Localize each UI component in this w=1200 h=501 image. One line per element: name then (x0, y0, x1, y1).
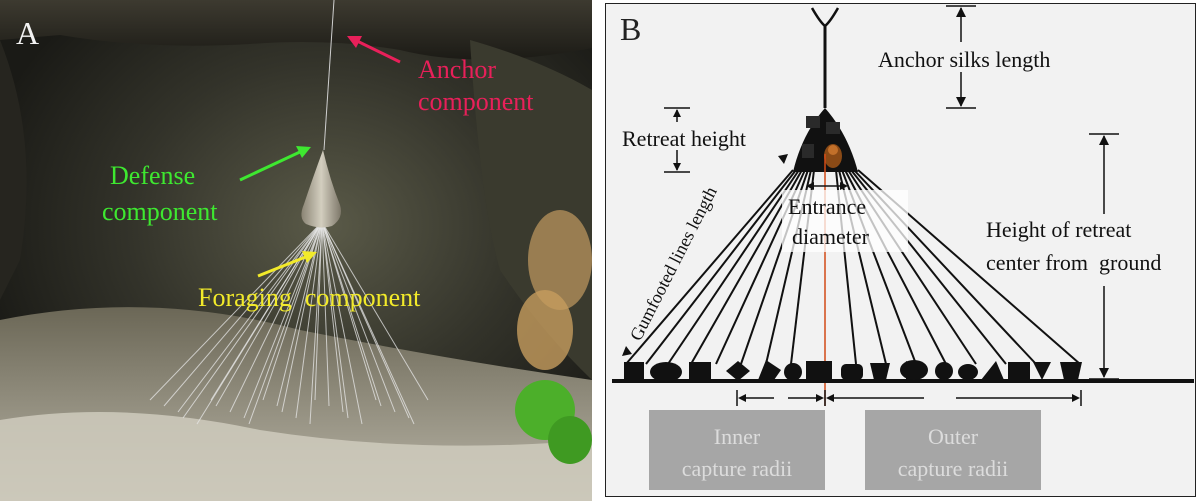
label-entrance-line2: diameter (792, 224, 870, 249)
label-entrance-line1: Entrance (788, 194, 866, 219)
moss-right (515, 210, 592, 464)
label-defense-line2: component (102, 197, 218, 226)
ground-debris (624, 360, 1082, 382)
schematic-diagram: B (612, 5, 1194, 490)
label-foraging: Foraging component (198, 283, 421, 312)
label-outer-line2: capture radii (898, 456, 1009, 481)
label-anchor-line2: component (418, 87, 534, 116)
spider-retreat (301, 150, 341, 228)
dimension-retreat-height (664, 107, 690, 173)
label-anchor-silks-length: Anchor silks length (878, 47, 1050, 72)
anchor-arrow (347, 36, 401, 64)
dimension-gumfooted (622, 154, 788, 356)
anchor-silk-schematic (810, 7, 840, 108)
label-gumfooted-lines: Gumfooted lines length (626, 183, 721, 344)
dimension-anchor-silks (946, 5, 976, 109)
retreat-cone (793, 108, 858, 172)
defense-arrow (239, 146, 311, 182)
ground-foreground (0, 412, 592, 501)
photo-illustration: A Anchor component Defense component For… (0, 0, 592, 501)
label-outer-line1: Outer (928, 424, 979, 449)
schematic-panel-b: B (605, 3, 1196, 497)
label-inner-line2: capture radii (682, 456, 793, 481)
outer-capture-radii-box (865, 410, 1041, 490)
anchor-silk (323, 0, 335, 151)
label-retreat-height: Retreat height (622, 126, 746, 151)
label-inner-line1: Inner (714, 424, 761, 449)
foraging-arrow (257, 251, 317, 278)
dimension-entrance (806, 182, 848, 190)
inner-capture-radii-box (649, 410, 825, 490)
label-height-center-line1: Height of retreat (986, 217, 1131, 242)
panel-b-letter: B (620, 11, 641, 47)
label-defense-line1: Defense (110, 161, 195, 190)
label-height-center-line2: center from ground (986, 250, 1161, 275)
cave-ceiling (0, 0, 592, 60)
entrance-label-box (782, 190, 908, 252)
left-rock (0, 40, 27, 300)
dimension-retreat-center-height (1089, 133, 1119, 380)
panel-a-letter: A (16, 15, 39, 51)
dimension-capture-radii (736, 390, 1082, 406)
photo-panel-a: A Anchor component Defense component For… (0, 0, 592, 501)
label-anchor-line1: Anchor (418, 55, 496, 84)
